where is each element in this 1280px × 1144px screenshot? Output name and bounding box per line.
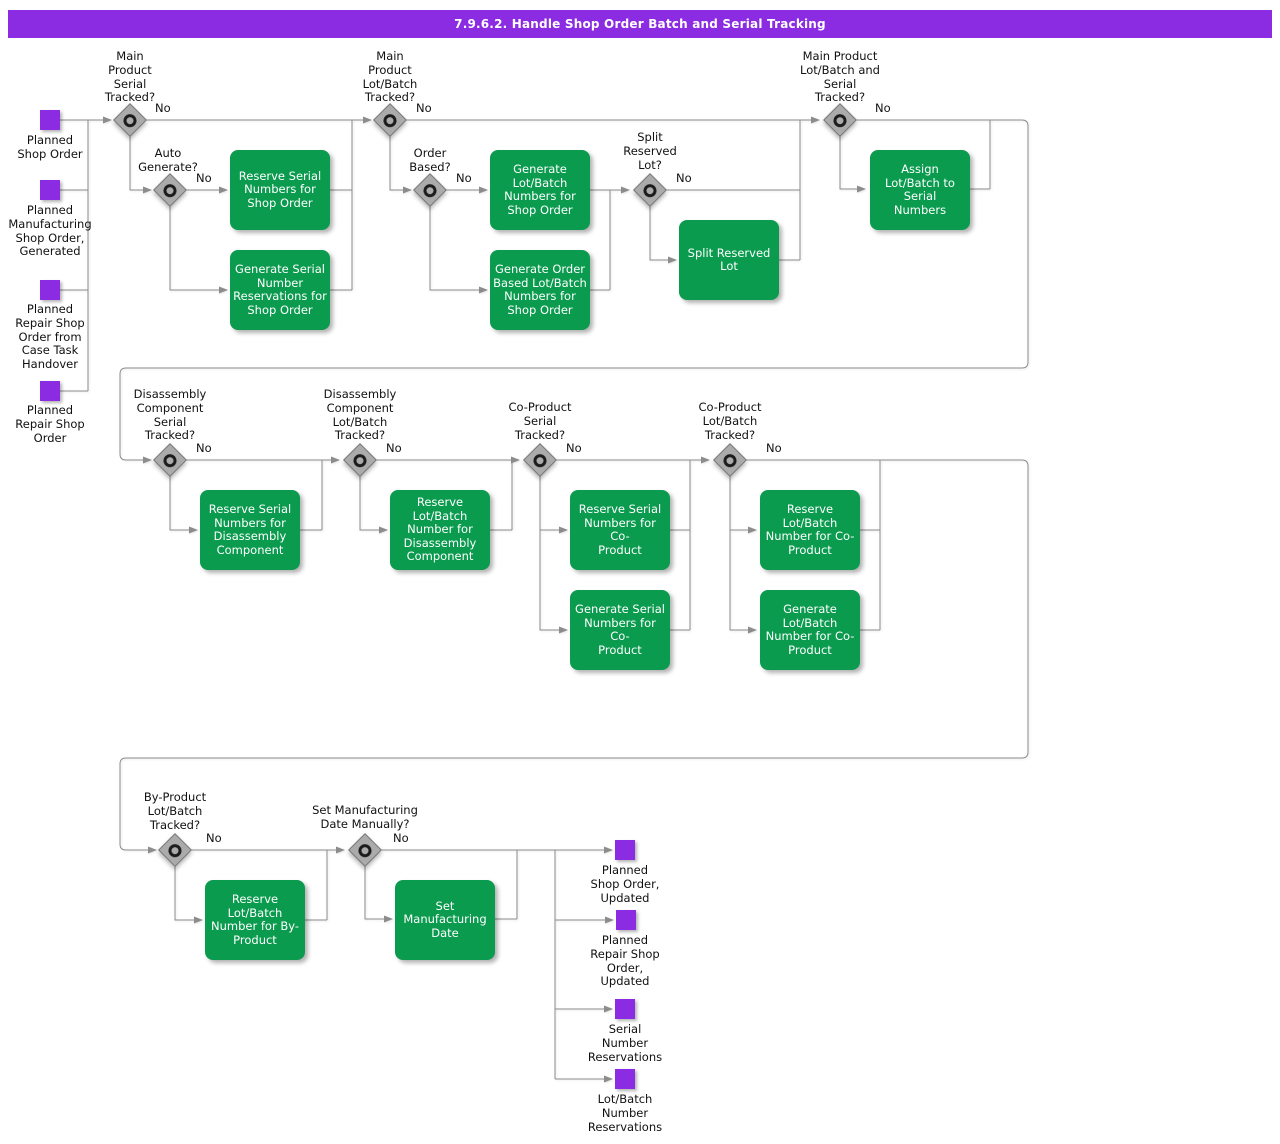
activity-reserve-serial-numbers-for-co-product[interactable]: Reserve Serial Numbers for Co- Product: [570, 490, 670, 570]
activity-reserve-lotbatch-number-for-disassembly-component[interactable]: Reserve Lot/Batch Number for Disassembly…: [390, 490, 490, 570]
edge-label-no: No: [386, 441, 402, 455]
activity-reserve-serial-numbers-for-disassembly-component[interactable]: Reserve Serial Numbers for Disassembly C…: [200, 490, 300, 570]
decision-label-order-based: Order Based?: [409, 146, 451, 174]
decision-label-disassembly-component-serial-tracked: Disassembly Component Serial Tracked?: [133, 387, 207, 443]
decision-label-main-product-lotbatch-and-serial-tracked: Main Product Lot/Batch and Serial Tracke…: [800, 49, 880, 105]
artifact-label: Planned Repair Shop Order from Case Task…: [15, 302, 85, 372]
gateway-circle-icon: [160, 450, 180, 470]
edge-label-no: No: [456, 171, 472, 185]
edge-label-no: No: [676, 171, 692, 185]
artifact-label: Serial Number Reservations: [587, 1022, 663, 1064]
activity-set-manufacturing-date[interactable]: Set Manufacturing Date: [395, 880, 495, 960]
arrowheads: [103, 116, 866, 1083]
gateway-circle-icon: [530, 450, 550, 470]
decision-label-co-product-lotbatch-tracked: Co-Product Lot/Batch Tracked?: [698, 400, 762, 442]
gateway-circle-icon: [380, 110, 400, 130]
activity-assign-lotbatch-to-serial-numbers[interactable]: Assign Lot/Batch to Serial Numbers: [870, 150, 970, 230]
artifact-label: Planned Manufacturing Shop Order, Genera…: [8, 203, 92, 259]
edge-label-no: No: [206, 831, 222, 845]
artifact-planned-manufacturing-shop-order-generated[interactable]: [40, 180, 60, 200]
edge-label-no: No: [875, 101, 891, 115]
edge-label-no: No: [766, 441, 782, 455]
activity-generate-lotbatch-number-for-co-product[interactable]: Generate Lot/Batch Number for Co- Produc…: [760, 590, 860, 670]
activity-generate-serial-number-reservations-for-shop-order[interactable]: Generate Serial Number Reservations for …: [230, 250, 330, 330]
activity-generate-serial-numbers-for-co-product[interactable]: Generate Serial Numbers for Co- Product: [570, 590, 670, 670]
artifact-serial-number-reservations[interactable]: [615, 999, 635, 1019]
page-title: 7.9.6.2. Handle Shop Order Batch and Ser…: [454, 17, 826, 31]
gateway-circle-icon: [830, 110, 850, 130]
diagram-title-bar: 7.9.6.2. Handle Shop Order Batch and Ser…: [8, 10, 1272, 38]
gateway-circle-icon: [160, 180, 180, 200]
artifact-lotbatch-number-reservations[interactable]: [615, 1069, 635, 1089]
gateway-circle-icon: [350, 450, 370, 470]
artifact-planned-repair-shop-order-updated[interactable]: [616, 910, 636, 930]
decision-label-co-product-serial-tracked: Co-Product Serial Tracked?: [508, 400, 572, 442]
edge-label-no: No: [566, 441, 582, 455]
activity-generate-lotbatch-numbers-for-shop-order[interactable]: Generate Lot/Batch Numbers for Shop Orde…: [490, 150, 590, 230]
activity-reserve-lotbatch-number-for-co-product[interactable]: Reserve Lot/Batch Number for Co- Product: [760, 490, 860, 570]
decision-label-set-manufacturing-date-manually: Set Manufacturing Date Manually?: [312, 803, 418, 831]
decision-label-auto-generate: Auto Generate?: [138, 146, 198, 174]
artifact-label: Planned Shop Order: [17, 133, 83, 161]
activity-generate-order-based-lotbatch-numbers-for-shop-order[interactable]: Generate Order Based Lot/Batch Numbers f…: [490, 250, 590, 330]
decision-label-disassembly-component-lotbatch-tracked: Disassembly Component Lot/Batch Tracked?: [323, 387, 397, 443]
activity-reserve-lotbatch-number-for-by-product[interactable]: Reserve Lot/Batch Number for By- Product: [205, 880, 305, 960]
decision-label-main-product-serial-tracked: Main Product Serial Tracked?: [104, 49, 156, 105]
artifact-label: Lot/Batch Number Reservations: [587, 1092, 663, 1134]
edge-label-no: No: [155, 101, 171, 115]
artifact-label: Planned Shop Order, Updated: [590, 863, 660, 905]
edge-label-no: No: [196, 441, 212, 455]
decision-label-split-reserved-lot: Split Reserved Lot?: [623, 130, 677, 172]
activity-reserve-serial-numbers-for-shop-order[interactable]: Reserve Serial Numbers for Shop Order: [230, 150, 330, 230]
gateway-circle-icon: [165, 840, 185, 860]
artifact-planned-shop-order-updated[interactable]: [615, 840, 635, 860]
gateway-circle-icon: [120, 110, 140, 130]
edge-label-no: No: [416, 101, 432, 115]
edge-label-no: No: [196, 171, 212, 185]
edge-label-no: No: [393, 831, 409, 845]
decision-label-by-product-lotbatch-tracked: By-Product Lot/Batch Tracked?: [143, 790, 207, 832]
artifact-label: Planned Repair Shop Order: [15, 403, 85, 445]
activity-split-reserved-lot[interactable]: Split Reserved Lot: [679, 220, 779, 300]
gateway-circle-icon: [640, 180, 660, 200]
decision-label-main-product-lotbatch-tracked: Main Product Lot/Batch Tracked?: [362, 49, 418, 105]
artifact-label: Planned Repair Shop Order, Updated: [590, 933, 660, 989]
gateway-circle-icon: [720, 450, 740, 470]
artifact-planned-repair-shop-order[interactable]: [40, 381, 60, 401]
gateway-circle-icon: [420, 180, 440, 200]
gateway-circle-icon: [355, 840, 375, 860]
artifact-planned-shop-order[interactable]: [40, 110, 60, 130]
artifact-planned-repair-shop-order-from-case-task-handover[interactable]: [40, 280, 60, 300]
